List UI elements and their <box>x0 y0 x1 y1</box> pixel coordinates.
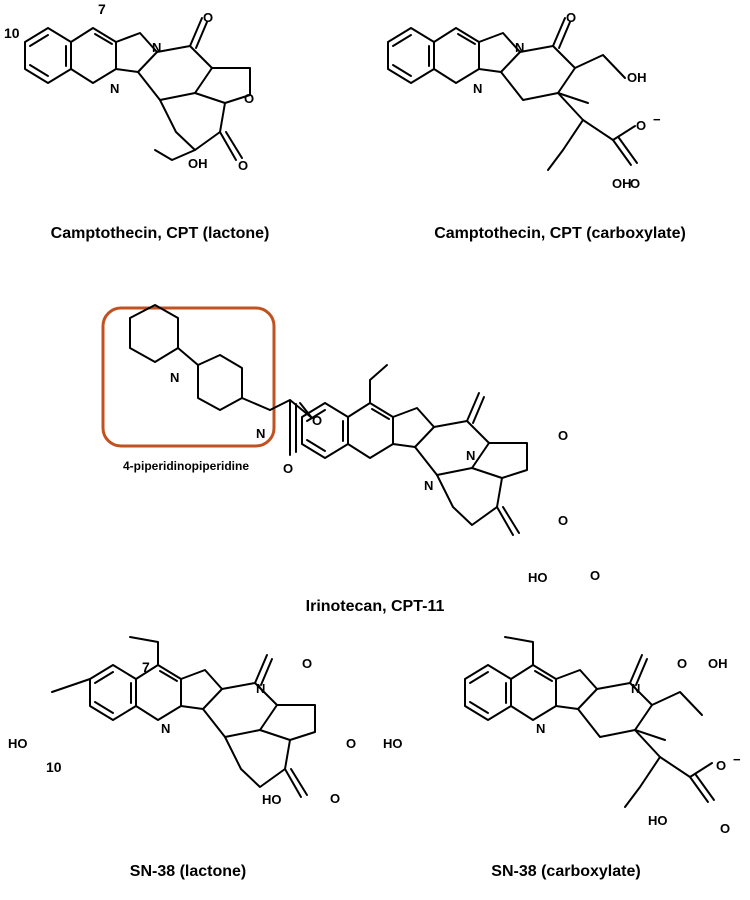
atom-n: N <box>515 40 524 55</box>
sn38-lactone-structure: N N O O O HO HO 7 10 SN-38 (lactone) <box>8 636 356 880</box>
atom-oh: OH <box>627 70 647 85</box>
atom-oh: OH <box>188 156 208 171</box>
atom-o: O <box>312 413 322 428</box>
caption-cpt-lactone: Camptothecin, CPT (lactone) <box>51 225 270 242</box>
atom-oh: HO <box>262 792 282 807</box>
caption-sn38-lactone: SN-38 (lactone) <box>130 863 246 880</box>
atom-n: N <box>631 681 640 696</box>
cpt-lactone-structure: N N O O O OH 7 10 Camptothecin, CPT (lac… <box>4 1 269 242</box>
atom-o: O <box>558 428 568 443</box>
atom-oh: OH <box>708 656 728 671</box>
atom-o: O <box>330 791 340 806</box>
caption-irinotecan: Irinotecan, CPT-11 <box>306 598 445 615</box>
irinotecan-structure: N N O O N N O O O HO 4-piperidinopiperid… <box>101 304 600 615</box>
atom-oh: HO <box>383 736 403 751</box>
caption-sn38-carboxylate: SN-38 (carboxylate) <box>491 863 640 880</box>
atom-n: N <box>424 478 433 493</box>
position-7: 7 <box>142 659 150 675</box>
atom-o: O <box>677 656 687 671</box>
atom-o: O <box>566 10 576 25</box>
atom-n: N <box>110 81 119 96</box>
position-10: 10 <box>4 25 20 41</box>
highlight-label: 4-piperidinopiperidine <box>123 459 249 473</box>
atom-o: O <box>302 656 312 671</box>
atom-o: O <box>590 568 600 583</box>
atom-o: O <box>238 158 248 173</box>
position-7: 7 <box>98 1 106 17</box>
atom-o: O <box>720 821 730 836</box>
caption-cpt-carboxylate: Camptothecin, CPT (carboxylate) <box>434 225 686 242</box>
atom-oh: OH <box>612 176 632 191</box>
charge: − <box>653 112 661 127</box>
atom-n: N <box>170 370 179 385</box>
cpt-carboxylate-structure: N N O OH O − O OH Camptothecin, CPT (car… <box>387 10 686 242</box>
atom-n: N <box>256 426 265 441</box>
atom-o: O <box>630 176 640 191</box>
position-10: 10 <box>46 759 62 775</box>
atom-oh: HO <box>648 813 668 828</box>
atom-n: N <box>466 448 475 463</box>
atom-o: O <box>203 10 213 25</box>
atom-n: N <box>256 681 265 696</box>
atom-o: O <box>346 736 356 751</box>
atom-oh: HO <box>8 736 28 751</box>
highlight-box <box>101 306 276 448</box>
atom-o: O <box>636 118 646 133</box>
atom-n: N <box>161 721 170 736</box>
atom-n: N <box>473 81 482 96</box>
atom-oh: HO <box>528 570 548 585</box>
atom-o: O <box>558 513 568 528</box>
atom-n: N <box>536 721 545 736</box>
atom-o: O <box>716 758 726 773</box>
atom-n: N <box>152 40 161 55</box>
atom-o: O <box>283 461 293 476</box>
atom-o: O <box>244 91 254 106</box>
charge: − <box>733 752 741 767</box>
sn38-carboxylate-structure: N N O OH O − O HO HO SN-38 (carboxylate) <box>383 636 741 880</box>
